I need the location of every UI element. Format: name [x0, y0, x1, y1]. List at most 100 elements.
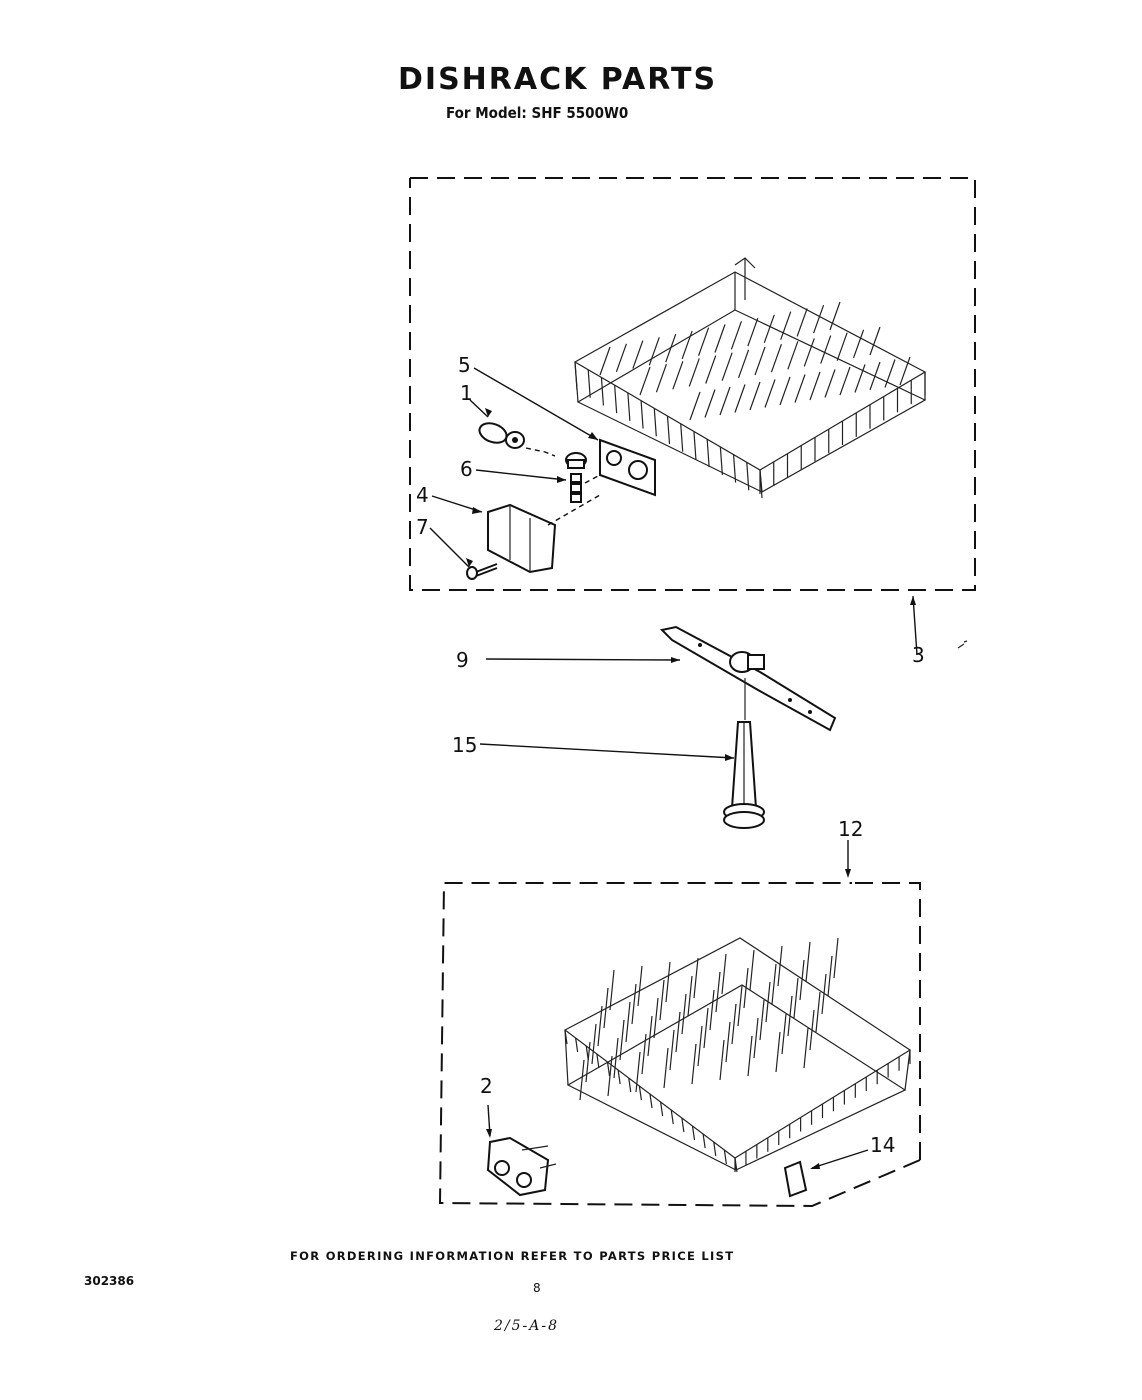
callout-15: 15	[452, 733, 477, 757]
rack-tine	[747, 317, 759, 347]
rack-tine	[579, 1059, 585, 1101]
rack-tine	[672, 361, 684, 390]
rack-tine	[734, 384, 746, 413]
rack-wire	[746, 462, 750, 491]
rack-wire	[587, 369, 591, 398]
rack-tine	[714, 324, 726, 353]
callout-7: 7	[416, 515, 429, 539]
rack-wire	[614, 385, 618, 414]
rack-tine	[809, 371, 821, 401]
rack-tine	[763, 314, 775, 344]
rack-tine	[663, 1047, 669, 1089]
rack-tine	[688, 358, 700, 387]
rack-wire	[600, 377, 605, 406]
callout-5: 5	[458, 353, 471, 377]
rack-tine	[815, 991, 821, 1033]
part-9-spray-arm	[659, 625, 837, 732]
rack-tine	[749, 381, 761, 411]
part-2-lower-rack-roller	[486, 1136, 557, 1197]
rack-tine	[669, 1029, 675, 1071]
rack-wire	[666, 415, 671, 445]
part-6-roller-stud	[565, 452, 587, 503]
rack-tine	[665, 333, 677, 363]
rack-tine	[829, 301, 841, 331]
rack-wire	[574, 361, 578, 391]
rack-tine	[705, 355, 717, 384]
rack-tine	[803, 1027, 809, 1069]
rack-tine	[607, 1055, 613, 1097]
rack-tine	[759, 999, 765, 1041]
model-subtitle: For Model: SHF 5500W0	[446, 104, 629, 122]
rack-tine	[637, 965, 643, 1007]
callout-1: 1	[460, 381, 473, 405]
rack-tine	[787, 341, 799, 370]
rack-tine	[854, 364, 866, 393]
page-title: DISHRACK PARTS	[398, 62, 718, 97]
rack-tine	[824, 369, 836, 398]
rack-tine	[794, 374, 806, 403]
lower-rack-assembly-box	[438, 882, 921, 1208]
rack-tine	[697, 1025, 703, 1067]
callout-9: 9	[456, 648, 469, 672]
rack-tine	[731, 1003, 737, 1045]
rack-tine	[585, 1041, 591, 1083]
rack-tine	[833, 937, 839, 979]
callout-14: 14	[870, 1133, 895, 1157]
rack-wire	[564, 1029, 568, 1045]
rack-tine	[820, 335, 832, 364]
rack-tine	[599, 346, 611, 376]
rack-wire	[681, 1117, 685, 1133]
rack-tine	[615, 343, 627, 372]
rack-tine	[681, 993, 687, 1035]
page-number: 8	[533, 1281, 541, 1295]
rack-tine	[603, 987, 609, 1029]
rack-tine	[635, 1051, 641, 1093]
rack-tine	[737, 985, 743, 1027]
rack-tine	[754, 346, 766, 376]
part-1-rack-stop	[478, 422, 525, 449]
rack-tine	[781, 1013, 787, 1055]
rack-wire	[640, 400, 644, 429]
rack-tine	[659, 979, 665, 1021]
rack-tine	[721, 352, 733, 381]
ordering-note: FOR ORDERING INFORMATION REFER TO PARTS …	[290, 1249, 735, 1263]
rack-wire	[628, 1077, 632, 1093]
rack-tine	[647, 1015, 653, 1057]
rack-wire	[719, 446, 723, 475]
rack-tine	[693, 957, 699, 999]
rack-tine	[765, 981, 771, 1023]
rack-tine	[665, 961, 671, 1003]
part-14-rack-bumper	[783, 1160, 808, 1198]
rack-tine	[591, 1023, 597, 1065]
rack-tine	[764, 379, 776, 408]
rack-tine	[632, 340, 644, 369]
callout-4: 4	[416, 483, 429, 507]
rack-tine	[709, 989, 715, 1031]
rack-tine	[884, 359, 896, 388]
rack-tine	[821, 973, 827, 1015]
rack-tine	[681, 330, 693, 360]
lower-dishrack	[563, 937, 912, 1173]
part-4-bracket-cover	[487, 503, 557, 574]
rack-tine	[899, 356, 911, 386]
rack-wire	[693, 431, 697, 460]
rack-tine	[753, 1017, 759, 1059]
rack-wire	[702, 1133, 706, 1149]
part-7-screw	[466, 563, 498, 580]
rack-tine	[749, 949, 755, 991]
rack-tine	[813, 305, 825, 334]
rack-tine	[796, 308, 808, 337]
rack-tine	[687, 975, 693, 1017]
rack-tine	[675, 1011, 681, 1053]
rack-tine	[625, 1001, 631, 1043]
rack-tine	[771, 963, 777, 1005]
rack-wire	[713, 1141, 717, 1157]
rack-tine	[703, 1007, 709, 1049]
rack-tine	[719, 1039, 725, 1081]
rack-wire	[617, 1069, 621, 1085]
rack-tine	[730, 321, 742, 350]
rack-tine	[809, 1009, 815, 1051]
rack-tine	[743, 967, 749, 1009]
rack-wire	[691, 1125, 696, 1141]
rack-tine	[853, 329, 865, 359]
